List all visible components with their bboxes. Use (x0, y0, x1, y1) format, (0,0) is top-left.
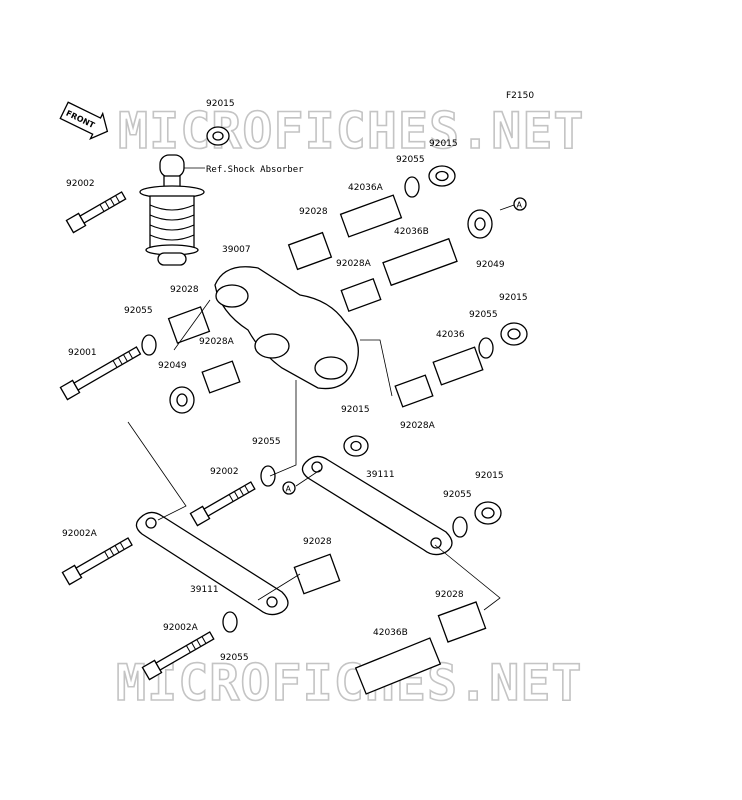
spacer-42036b-upper-icon (382, 237, 458, 287)
bolt-92002a-left-icon (61, 537, 133, 586)
label-42036b-b: 42036B (373, 628, 408, 638)
label-92028-b: 92028 (170, 285, 199, 295)
label-92055-a: 92055 (396, 155, 425, 165)
bolt-92001-icon (59, 346, 142, 401)
label-39111-a: 39111 (366, 470, 395, 480)
shock-absorber-icon (139, 154, 205, 266)
label-92055-d: 92055 (252, 437, 281, 447)
label-92055-e: 92055 (443, 490, 472, 500)
watermark-bottom: MICROFICHES.NET (116, 654, 583, 712)
rocker-arm-39007-icon (214, 266, 359, 390)
bolt-92002-top-icon (65, 191, 127, 234)
callout-a-upper-letter: A (517, 201, 523, 210)
callout-a-lower-icon: A (282, 481, 296, 495)
front-arrow-icon: FRONT (59, 101, 109, 141)
collar-92015-c-icon (500, 322, 528, 346)
collar-92015-e-icon (474, 501, 502, 525)
tie-rod-39111-right-icon (301, 455, 453, 556)
label-92028a-a: 92028A (336, 259, 372, 269)
callout-a-lower-letter: A (286, 485, 292, 494)
label-92015-a: 92015 (206, 99, 235, 109)
label-92002-a: 92002 (66, 179, 95, 189)
tie-rod-39111-left-icon (135, 511, 289, 616)
label-92001: 92001 (68, 348, 97, 358)
label-39007: 39007 (222, 245, 251, 255)
figure-code: F2150 (506, 91, 534, 101)
label-92049-b: 92049 (158, 361, 187, 371)
label-42036a: 42036A (348, 183, 384, 193)
label-92002a-a: 92002A (62, 529, 98, 539)
bearing-92028a-icon (201, 278, 434, 408)
spacer-42036-icon (432, 346, 484, 386)
label-92028-c: 92028 (303, 537, 332, 547)
washer-92049-icon (169, 209, 493, 414)
label-92055-b: 92055 (124, 306, 153, 316)
label-92028-d: 92028 (435, 590, 464, 600)
label-92028a-b: 92028A (199, 337, 235, 347)
label-92015-d: 92015 (341, 405, 370, 415)
spacer-42036b-lower-icon (354, 637, 442, 695)
collar-92015-a-icon (206, 126, 230, 146)
label-92028-a: 92028 (299, 207, 328, 217)
label-92015-e: 92015 (475, 471, 504, 481)
bolt-92002-mid-icon (189, 481, 256, 527)
o-ring-92055-icon (141, 176, 494, 633)
ref-shock-absorber-note: Ref.Shock Absorber (206, 165, 304, 175)
label-92055-f: 92055 (220, 653, 249, 663)
assembly-guide-lines (127, 299, 501, 611)
collar-92015-d-icon (343, 435, 369, 457)
label-92015-c: 92015 (499, 293, 528, 303)
label-92002a-b: 92002A (163, 623, 199, 633)
label-92002-b: 92002 (210, 467, 239, 477)
label-92055-c: 92055 (469, 310, 498, 320)
label-92028a-c: 92028A (400, 421, 436, 431)
label-92049-a: 92049 (476, 260, 505, 270)
bearing-92028-icon (167, 231, 487, 643)
label-42036: 42036 (436, 330, 465, 340)
label-39111-b: 39111 (190, 585, 219, 595)
collar-92015-b-icon (428, 165, 456, 187)
label-92015-b: 92015 (429, 139, 458, 149)
callout-a-upper-icon: A (513, 197, 527, 211)
watermark-top: MICROFICHES.NET (118, 102, 585, 160)
label-42036b-a: 42036B (394, 227, 429, 237)
bolt-92002a-bottom-icon (141, 631, 215, 681)
spacer-42036a-icon (339, 194, 403, 238)
